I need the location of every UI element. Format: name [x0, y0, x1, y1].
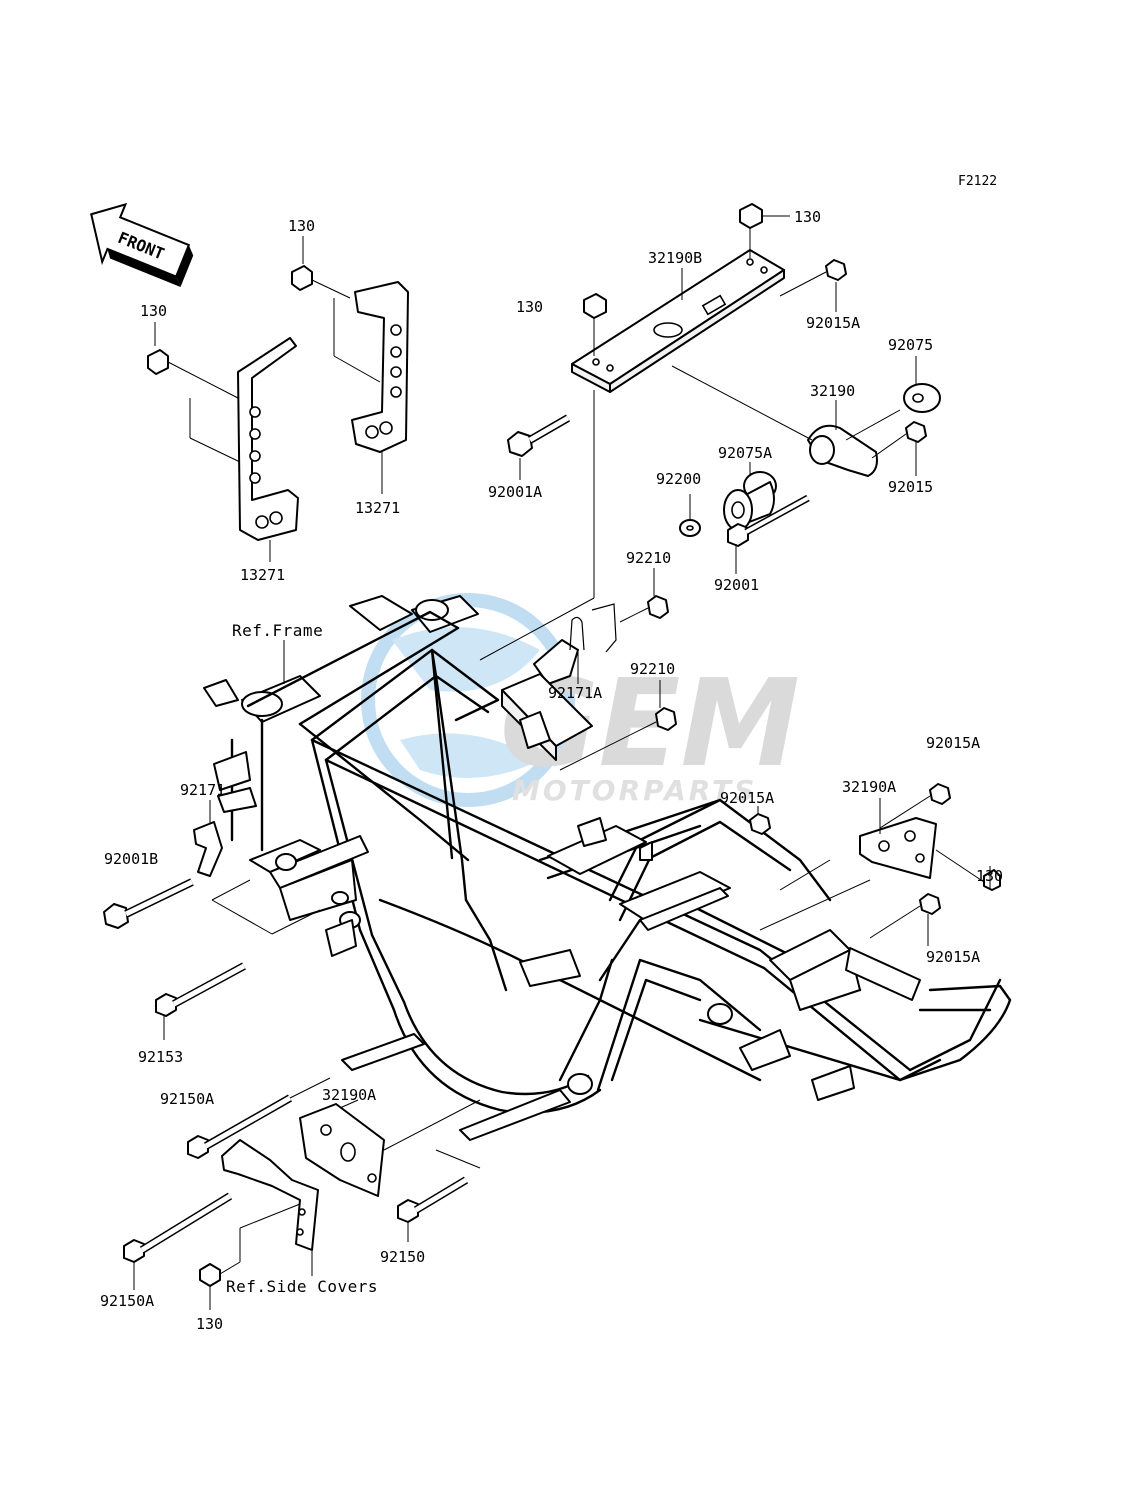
- callout-92150a: 92150A: [100, 1292, 154, 1310]
- nut-92015a-icon: [779, 259, 847, 297]
- bolt-130-icon: [739, 203, 790, 258]
- callout-92015a: 92015A: [926, 734, 980, 752]
- callout-130: 130: [794, 208, 821, 226]
- callout-130: 130: [288, 217, 315, 235]
- callout-92171a: 92171A: [548, 684, 602, 702]
- bolt-92001-icon: [727, 494, 810, 547]
- diagram-code: F2122: [958, 174, 997, 189]
- callout-92001a: 92001A: [488, 483, 542, 501]
- callout-130: 130: [140, 302, 167, 320]
- washer-92200-icon: [679, 519, 701, 537]
- callout-leaders: [133, 236, 991, 1310]
- bolt-92153-icon: [155, 962, 246, 1017]
- washer-92075-icon: [903, 383, 941, 413]
- bracket-32190a-left: [299, 1103, 385, 1197]
- mount-32190: [807, 424, 878, 477]
- front-arrow-icon: FRONT: [90, 202, 194, 288]
- bolt-130-icon: [147, 349, 239, 399]
- callout-92015a: 92015A: [926, 948, 980, 966]
- callout-130: 130: [196, 1315, 223, 1333]
- bolt-92001a-icon: [507, 414, 571, 457]
- bolt-92150-icon: [397, 1176, 469, 1223]
- frame: [193, 595, 1012, 1141]
- nut-92210-icon: [647, 595, 669, 619]
- callout-92015a: 92015A: [720, 789, 774, 807]
- nut-92015a-icon: [879, 783, 951, 829]
- plate-32190b: [571, 249, 785, 393]
- callout-92150a: 92150A: [160, 1090, 214, 1108]
- callout-130: 130: [516, 298, 543, 316]
- callout-92015a: 92015A: [806, 314, 860, 332]
- bolt-130-icon: [583, 293, 607, 356]
- callout-32190a: 32190A: [842, 778, 896, 796]
- callout-130: 130: [976, 867, 1003, 885]
- ref-side-covers: Ref.Side Covers: [226, 1277, 378, 1296]
- clip-92171-icon: [193, 821, 223, 877]
- callout-92075a: 92075A: [718, 444, 772, 462]
- bolt-92001b-icon: [103, 878, 194, 929]
- bracket-32190a-right: [859, 817, 937, 879]
- callout-92001b: 92001B: [104, 850, 158, 868]
- bolt-130-icon: [291, 265, 351, 299]
- callout-92015: 92015: [888, 478, 933, 496]
- bracket-13271-left: [237, 337, 299, 541]
- callout-92210: 92210: [626, 549, 671, 567]
- callout-92075: 92075: [888, 336, 933, 354]
- bolt-92150a-icon: [123, 1192, 233, 1263]
- callout-32190a: 32190A: [322, 1086, 376, 1104]
- callout-32190: 32190: [810, 382, 855, 400]
- nut-92015a-icon: [749, 813, 771, 835]
- callout-32190b: 32190B: [648, 249, 702, 267]
- bracket-13271-right: [351, 281, 409, 453]
- bolt-130-icon: [199, 1261, 241, 1287]
- callout-13271: 13271: [355, 499, 400, 517]
- callout-92171: 92171: [180, 781, 225, 799]
- ref-frame: Ref.Frame: [232, 621, 323, 640]
- bushing-92075a-icon: [723, 471, 777, 531]
- bolt-92150a-icon: [187, 1094, 292, 1159]
- callouts: 130 130 13271 13271 130 32190B 130 92015…: [100, 208, 1003, 1333]
- nut-92015-icon: [905, 421, 927, 443]
- callout-13271: 13271: [240, 566, 285, 584]
- bolt-130-icon: [935, 849, 1001, 891]
- nut-92210-icon: [655, 707, 677, 731]
- callout-92001: 92001: [714, 576, 759, 594]
- callout-92210: 92210: [630, 660, 675, 678]
- callout-92150: 92150: [380, 1248, 425, 1266]
- nut-92015a-icon: [869, 893, 941, 939]
- side-cover-bracket: [221, 1139, 319, 1251]
- callout-92200: 92200: [656, 470, 701, 488]
- callout-92153: 92153: [138, 1048, 183, 1066]
